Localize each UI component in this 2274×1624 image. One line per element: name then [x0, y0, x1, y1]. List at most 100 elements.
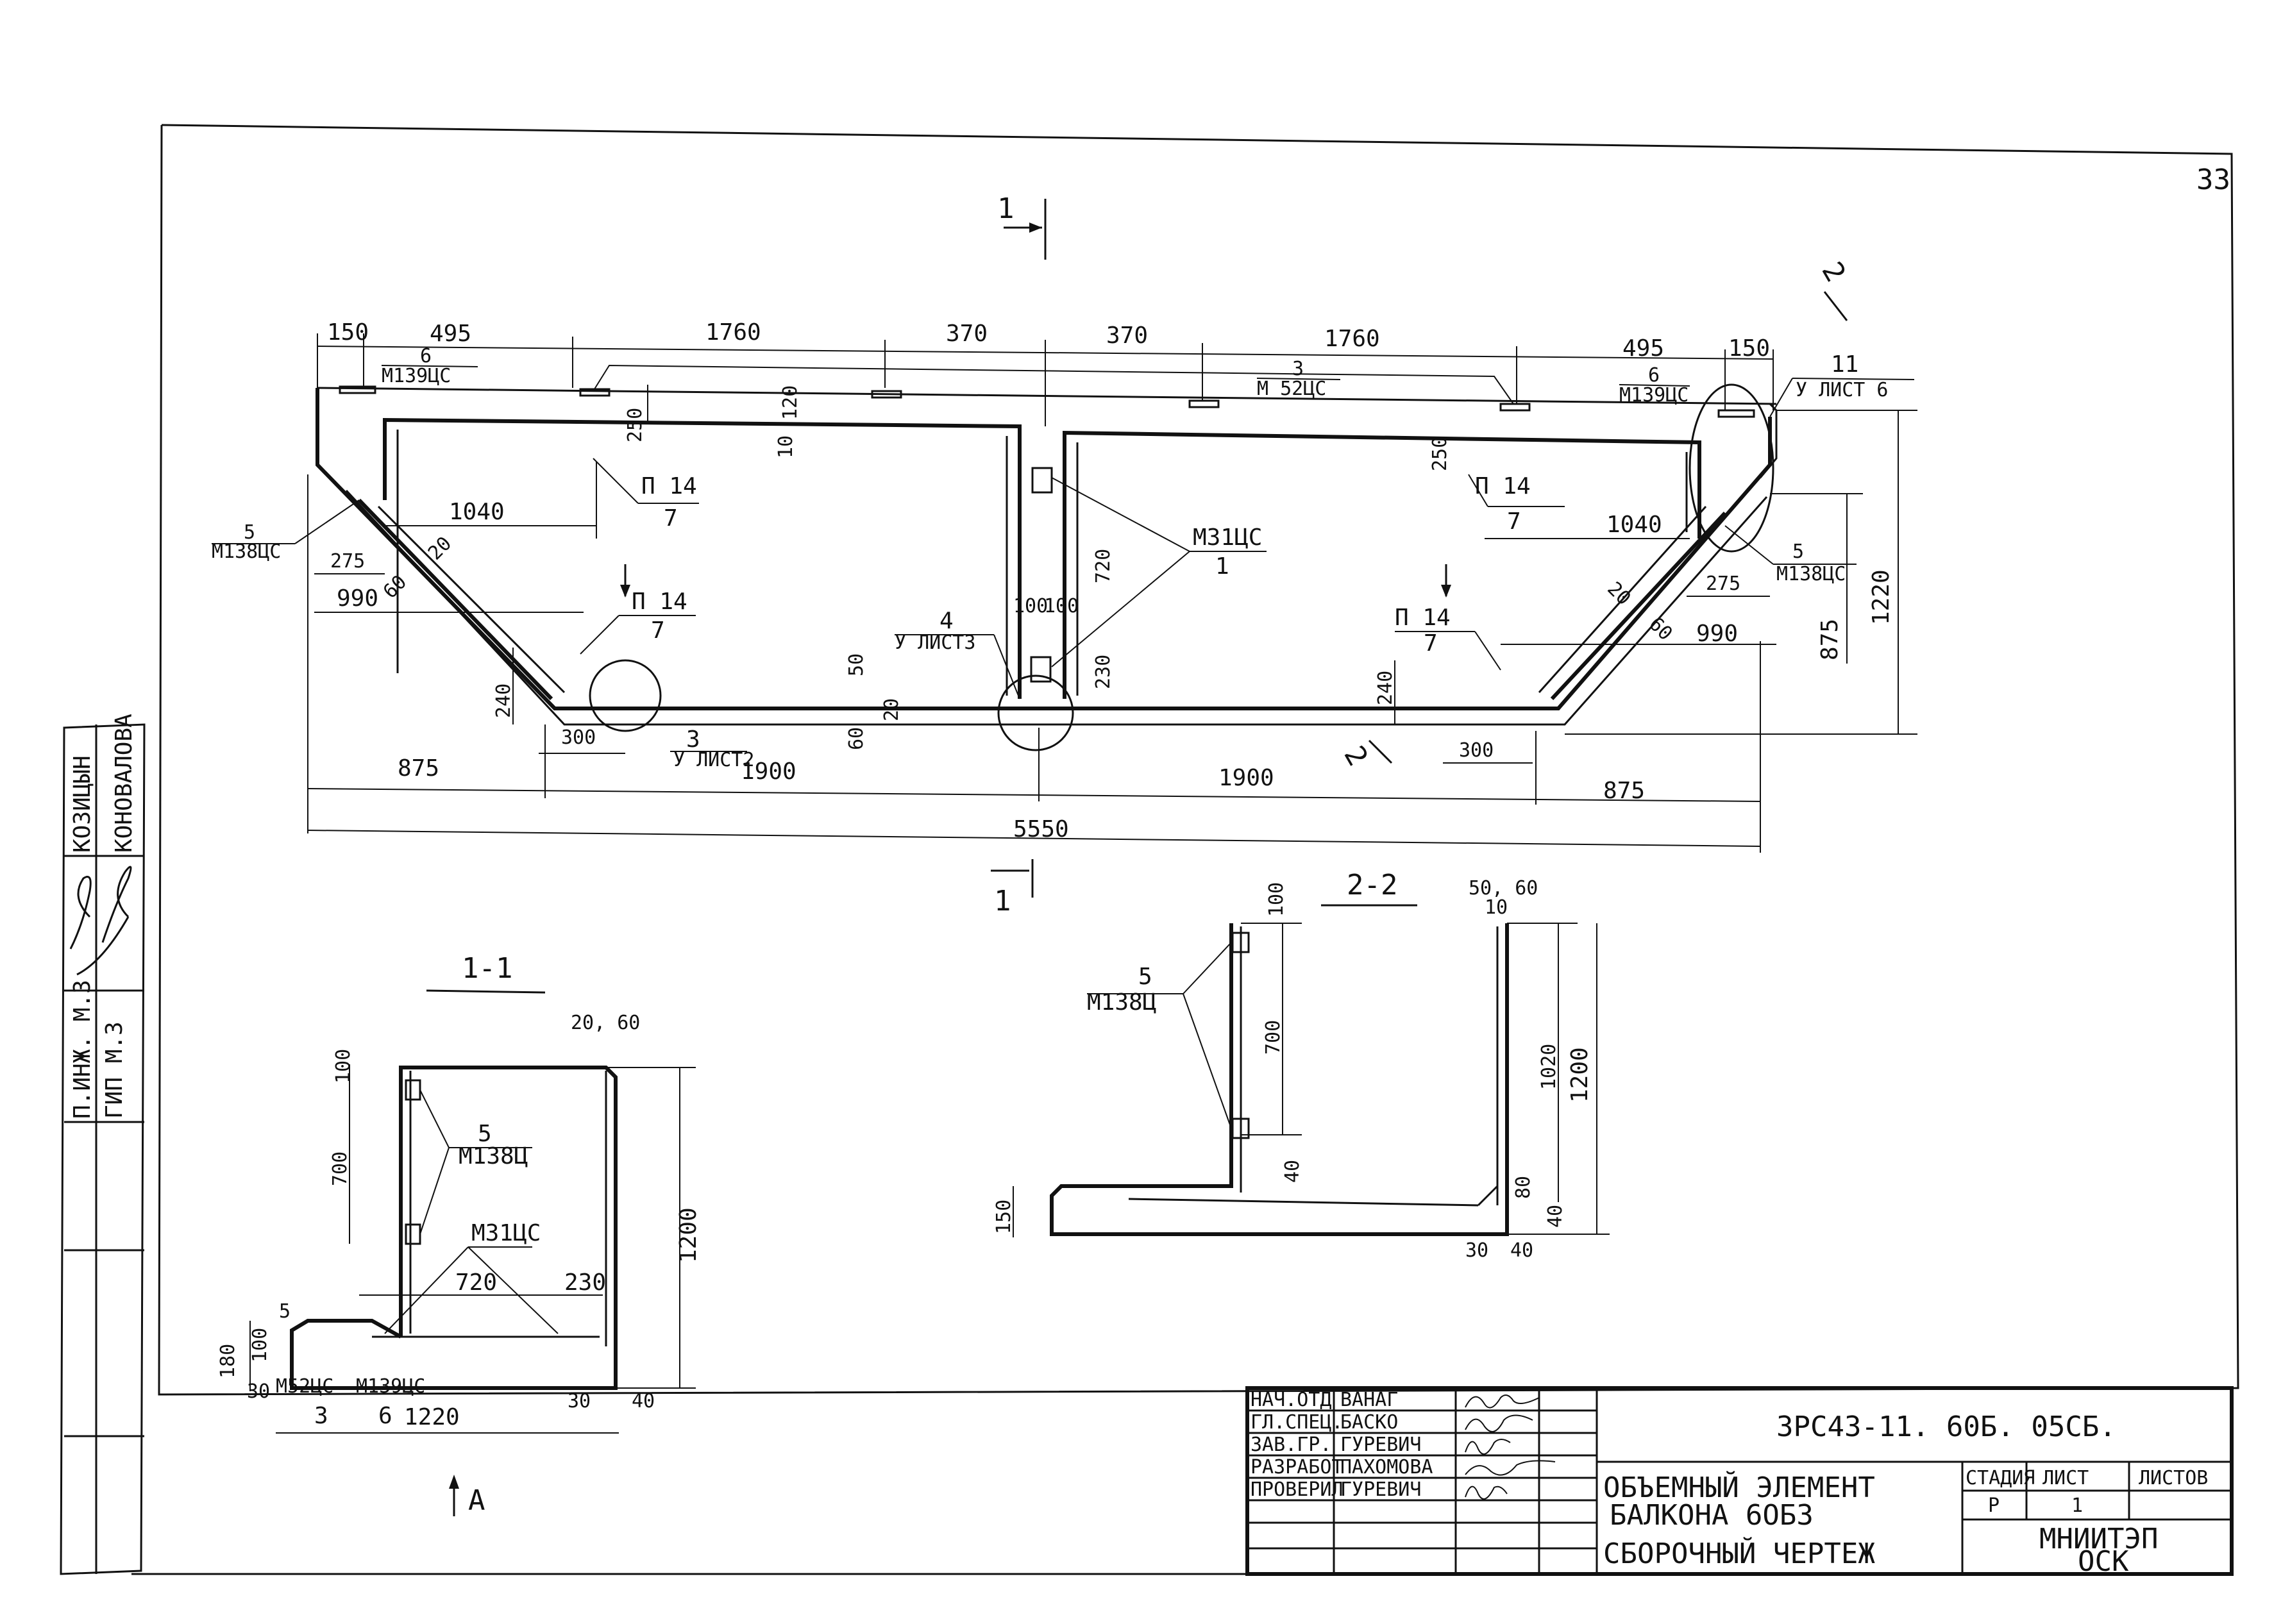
tag-5-right: 5: [1792, 540, 1804, 563]
dim-bottom-875-left: 875: [398, 755, 439, 782]
s22-dim-1200: 1200: [1567, 1047, 1593, 1103]
dim-275-right: 275: [1706, 573, 1740, 595]
tag-7-d: 7: [1424, 630, 1438, 657]
s11-tag-m31: M31ЦС: [471, 1220, 541, 1246]
dim-230: 230: [1092, 655, 1115, 689]
tb-code: ЗРС43-11. 60Б. 05СБ.: [1776, 1411, 2116, 1443]
sheet-frame: 33: [60, 124, 2239, 1575]
s22-dim-1020: 1020: [1538, 1044, 1560, 1090]
dim-20-left: 20: [424, 532, 456, 564]
tag-1-center: 1: [1215, 553, 1229, 580]
tag-5-left: 5: [244, 521, 255, 544]
dim-top-150-right: 150: [1728, 335, 1770, 362]
tb-name-5: ГУРЕВИЧ: [1340, 1478, 1421, 1501]
dim-100-a: 100: [1013, 595, 1048, 617]
tag-3-bottom: 3: [686, 726, 700, 753]
stamp-role-2: ГИП М.З: [101, 1021, 128, 1119]
tag-6-left: 6: [420, 345, 432, 367]
s22-dim-10: 10: [1485, 896, 1508, 919]
tag-11: 11: [1831, 351, 1858, 378]
tag-p14-d: П 14: [1395, 605, 1451, 631]
s22-dim-700: 700: [1262, 1020, 1284, 1055]
tb-stage-header: СТАДИЯ: [1966, 1467, 2035, 1489]
tb-name-4: ПАХОМОВА: [1340, 1456, 1433, 1478]
dim-300-left: 300: [561, 726, 596, 749]
dim-top-370-left: 370: [946, 321, 988, 347]
tb-name-1: ВАНАГ: [1340, 1389, 1398, 1411]
dim-875-right-v: 875: [1817, 619, 1843, 660]
tag-p14-c: П 14: [1475, 473, 1531, 499]
s11-dim-40: 40: [632, 1390, 655, 1412]
sheet-number: 33: [2196, 163, 2230, 196]
tb-sheet-header: ЛИСТ: [2042, 1467, 2089, 1489]
tag-m139-right: M139ЦС: [1619, 384, 1689, 406]
dim-240-right: 240: [1374, 671, 1397, 705]
dim-50: 50: [845, 653, 868, 676]
stamp-name-2: КОНОВАЛОВА: [111, 714, 137, 853]
dim-300-right: 300: [1459, 739, 1494, 762]
stamp-name-1: КОЗИЦЫН: [69, 755, 96, 853]
dim-20-center: 20: [880, 698, 903, 721]
cut-1-bottom: 1: [994, 885, 1011, 917]
s22-dim-30: 30: [1465, 1239, 1488, 1262]
tb-org-2: ОСК: [2078, 1545, 2129, 1578]
title-block: НАЧ.ОТД ВАНАГ ГЛ.СПЕЦ. БАСКО ЗАВ.ГР. ГУР…: [1245, 1386, 2234, 1578]
tag-m139-left: M139ЦС: [382, 365, 451, 387]
s22-dim-50-60: 50, 60: [1469, 877, 1538, 900]
s11-view-a: A: [468, 1484, 485, 1517]
stamp-signatures: [69, 866, 132, 976]
cut-1-top: 1: [997, 192, 1015, 225]
dim-60-left: 60: [379, 571, 411, 603]
s22-dim-150: 150: [993, 1200, 1015, 1234]
dim-120: 120: [779, 385, 802, 420]
tb-role-4: РАЗРАБОТ: [1251, 1456, 1343, 1478]
tb-object-3: СБОРОЧНЫЙ ЧЕРТЕЖ: [1603, 1536, 1875, 1570]
dim-240-left: 240: [493, 683, 515, 718]
dim-250-right: 250: [1429, 437, 1451, 471]
dim-1220-right: 1220: [1868, 569, 1894, 625]
tb-stage-value: Р: [1988, 1494, 2000, 1517]
s11-dim-720: 720: [455, 1269, 497, 1296]
dim-60-right: 60: [1644, 613, 1676, 645]
tb-name-2: БАСКО: [1340, 1411, 1398, 1434]
tb-sheets-header: ЛИСТОВ: [2139, 1467, 2208, 1489]
tb-signatures: [1465, 1394, 1556, 1500]
s11-dim-30b: 30: [568, 1390, 591, 1412]
dim-bottom-1900-left: 1900: [741, 758, 796, 785]
s22-dim-40b: 40: [1544, 1205, 1567, 1228]
tag-p14-a: П 14: [641, 473, 697, 499]
dim-top-150-left: 150: [327, 319, 369, 346]
dim-top-370-right: 370: [1106, 322, 1148, 349]
dim-990-left: 990: [337, 585, 378, 612]
s22-dim-80: 80: [1512, 1176, 1535, 1199]
tag-m138-right: M138ЦС: [1776, 563, 1846, 585]
section-2-2-title: 2-2: [1347, 869, 1397, 901]
s11-dim-100: 100: [332, 1049, 355, 1084]
tag-4: 4: [939, 608, 954, 634]
tag-p14-b: П 14: [632, 589, 687, 615]
s11-dim-1220: 1220: [404, 1404, 460, 1430]
tb-sheet-value: 1: [2071, 1494, 2083, 1517]
s11-tag-5: 5: [478, 1121, 492, 1147]
plan-view: 150 495 1760 370 370 1760 495 150 6 M139…: [212, 319, 1917, 853]
tag-m31: M31ЦС: [1193, 524, 1262, 551]
tb-object-2: БАЛКОНА 6ОБЗ: [1610, 1499, 1814, 1532]
s11-dim-5: 5: [279, 1300, 291, 1323]
dim-100-b: 100: [1044, 595, 1079, 617]
s11-tag-6: 6: [378, 1403, 392, 1429]
tb-org-1: МНИИТЭП: [2039, 1523, 2158, 1555]
tb-name-3: ГУРЕВИЧ: [1340, 1434, 1421, 1456]
dim-total-5550: 5550: [1013, 816, 1069, 842]
tag-list6: У ЛИСТ 6: [1796, 379, 1889, 401]
tag-list2: У ЛИСТ2: [673, 749, 754, 771]
dim-250-left: 250: [624, 408, 646, 442]
s22-dim-100: 100: [1265, 882, 1288, 917]
tb-role-3: ЗАВ.ГР.: [1251, 1434, 1331, 1456]
dim-275-left: 275: [330, 550, 365, 573]
tag-7-b: 7: [651, 617, 665, 644]
dim-bottom-1900-right: 1900: [1218, 765, 1274, 791]
left-stamp: КОЗИЦЫН КОНОВАЛОВА П.ИНЖ. М.З ГИП М.З: [64, 714, 144, 1574]
s11-tag-3: 3: [314, 1403, 328, 1429]
s11-dim-230: 230: [564, 1269, 606, 1296]
cut-2-bottom: 2: [1337, 741, 1374, 771]
